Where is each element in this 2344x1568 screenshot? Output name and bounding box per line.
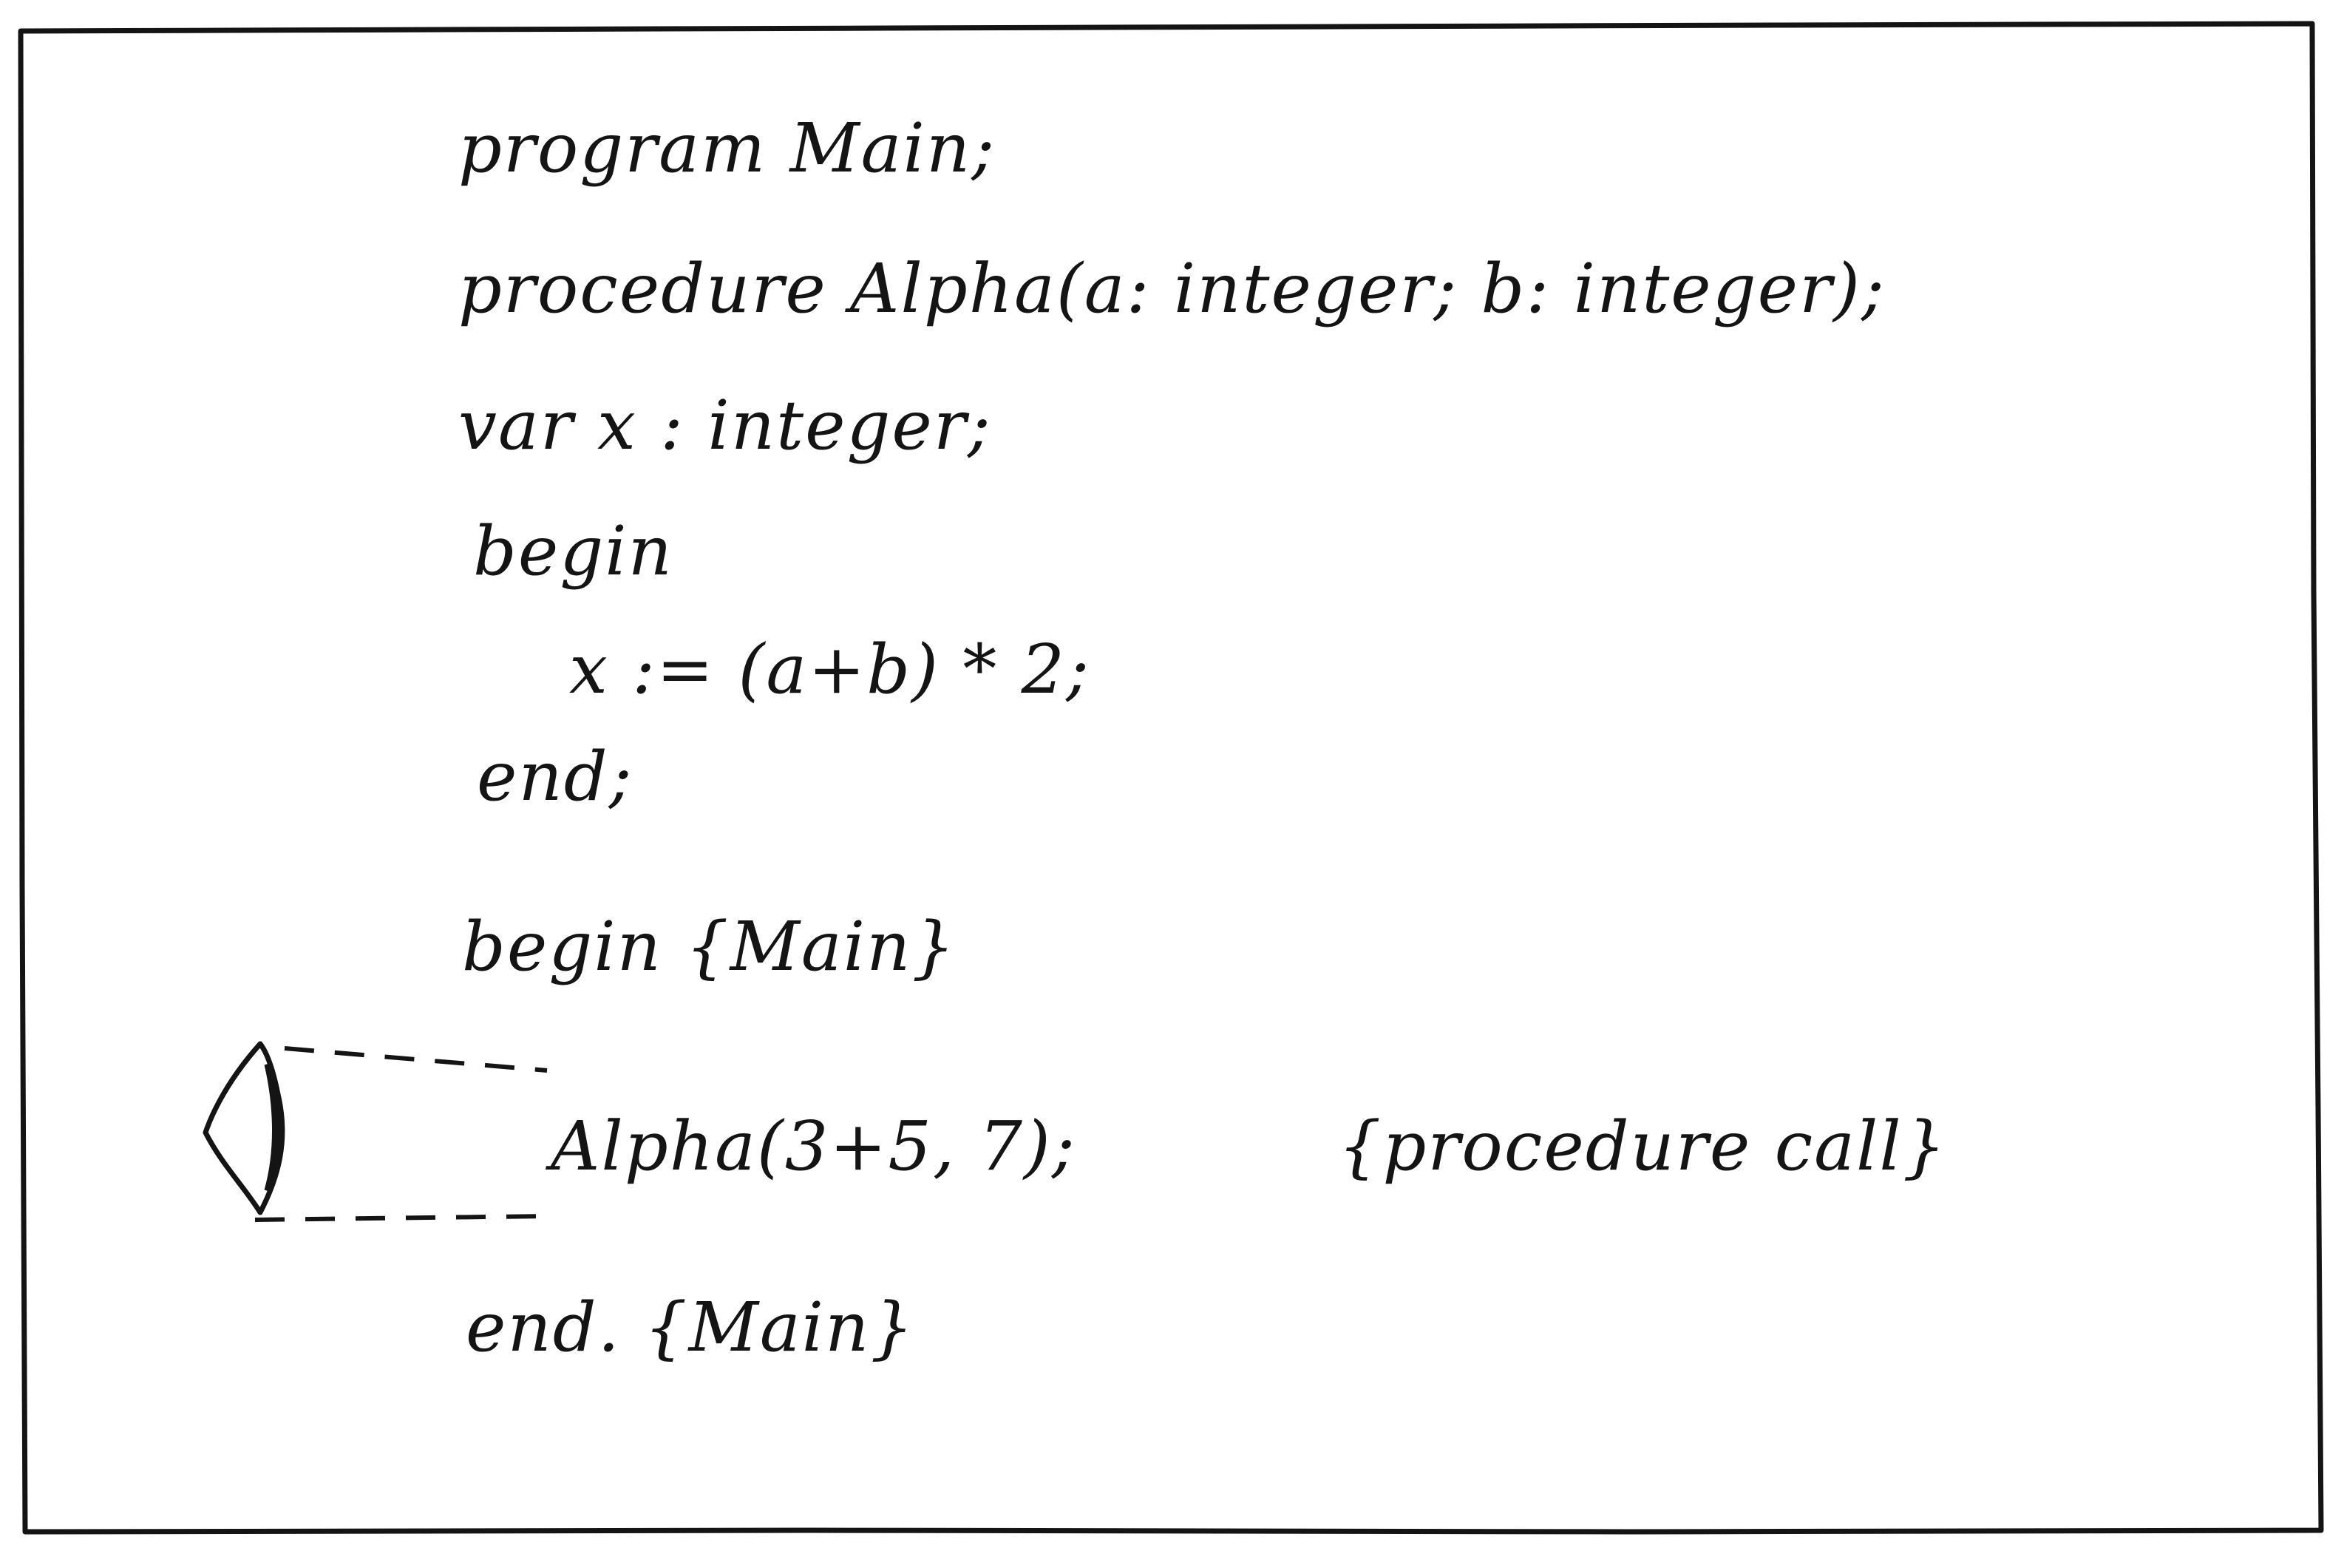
code-line-procedure-call: Alpha(3+5, 7); [551,1107,1076,1186]
code-line-procedure-header: procedure Alpha(a: integer; b: integer); [458,249,1886,328]
procedure-call-comment: {procedure call} [1338,1107,1948,1186]
code-line-procedure-begin: begin [473,512,673,591]
code-line-program: program Main; [458,109,996,188]
outer-frame [18,21,2324,1535]
code-line-procedure-end: end; [477,737,633,816]
eye-icon [203,1041,285,1215]
code-line-var-declaration: var x : integer; [458,386,992,465]
code-line-assignment: x := (a+b) * 2; [569,630,1091,709]
code-line-main-begin: begin {Main} [462,907,957,986]
call-indicator-lines [254,1046,548,1222]
code-line-main-end: end. {Main} [466,1288,915,1367]
